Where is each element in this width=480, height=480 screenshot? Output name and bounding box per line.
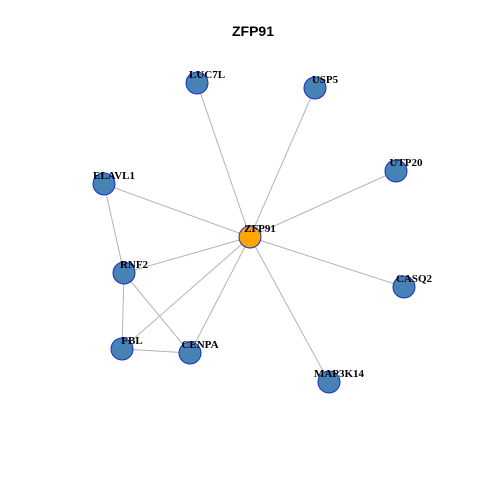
edge-zfp91-casq2 (249, 236, 405, 288)
diagram-title: ZFP91 (232, 23, 274, 39)
node-label-elavl1: ELAVL1 (93, 170, 135, 182)
edge-zfp91-fbl (121, 236, 251, 350)
node-label-utp20: UTP20 (390, 157, 424, 169)
node-circle-utp20 (384, 159, 408, 183)
node-map3k14: MAP3K14 (314, 368, 365, 394)
node-label-casq2: CASQ2 (396, 273, 433, 285)
edge-rnf2-fbl (121, 272, 125, 350)
node-circle-casq2 (392, 275, 416, 299)
edge-elavl1-rnf2 (103, 183, 125, 274)
node-circle-zfp91 (238, 225, 262, 249)
node-fbl: FBL (110, 335, 143, 361)
node-label-cenpa: CENPA (181, 339, 218, 351)
node-circle-elavl1 (92, 172, 116, 196)
node-cenpa: CENPA (178, 339, 219, 365)
node-label-rnf2: RNF2 (120, 259, 149, 271)
node-label-map3k14: MAP3K14 (314, 368, 365, 380)
node-label-fbl: FBL (121, 335, 142, 347)
node-casq2: CASQ2 (392, 273, 433, 299)
edge-rnf2-cenpa (123, 272, 191, 354)
edge-zfp91-utp20 (249, 170, 397, 238)
node-label-usp5: USP5 (312, 74, 339, 86)
node-elavl1: ELAVL1 (92, 170, 135, 196)
node-utp20: UTP20 (384, 157, 424, 183)
node-label-luc7l: LUC7L (189, 69, 225, 81)
node-circle-cenpa (178, 341, 202, 365)
edge-zfp91-map3k14 (249, 236, 330, 383)
node-rnf2: RNF2 (112, 259, 149, 285)
node-circle-fbl (110, 337, 134, 361)
node-circle-rnf2 (112, 261, 136, 285)
node-circle-luc7l (185, 71, 209, 95)
edge-zfp91-rnf2 (123, 236, 251, 274)
edge-layer (103, 82, 405, 383)
node-circle-usp5 (303, 76, 327, 100)
node-zfp91: ZFP91 (238, 223, 276, 249)
edge-zfp91-cenpa (189, 236, 251, 354)
node-label-zfp91: ZFP91 (244, 223, 276, 235)
edge-zfp91-usp5 (249, 87, 316, 238)
edge-zfp91-elavl1 (103, 183, 251, 238)
node-circle-map3k14 (317, 370, 341, 394)
node-usp5: USP5 (303, 74, 339, 100)
node-luc7l: LUC7L (185, 69, 225, 95)
edge-zfp91-luc7l (196, 82, 251, 238)
